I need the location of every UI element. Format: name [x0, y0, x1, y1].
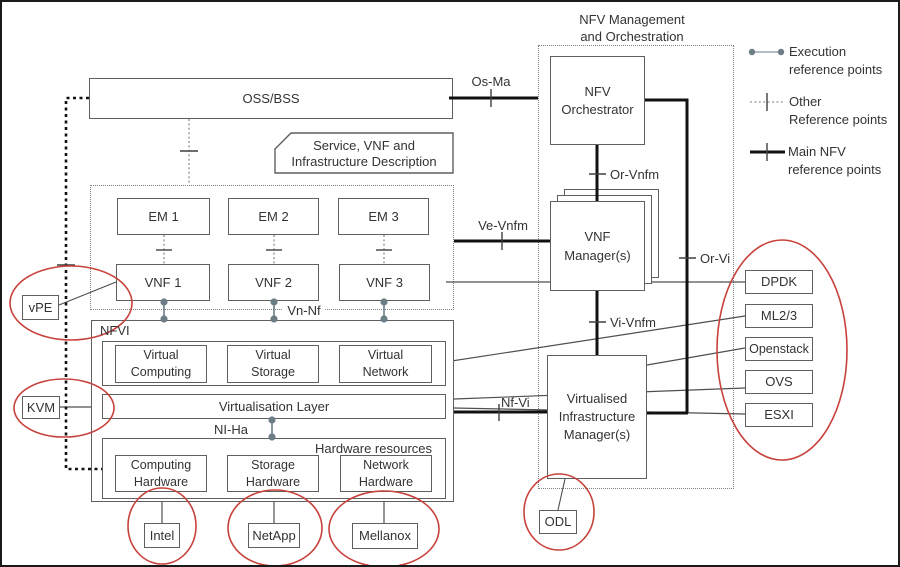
- mellanox-circle: [328, 490, 440, 565]
- odl-box: ODL: [539, 510, 577, 534]
- vpe-box: vPE: [22, 295, 59, 320]
- netapp-circle: [227, 489, 323, 565]
- ve-vnfm-label: Ve-Vnfm: [478, 218, 528, 233]
- vim-tech-circle: [716, 239, 848, 461]
- vi-vnfm-label: Vi-Vnfm: [610, 315, 656, 330]
- legend-symbols: [748, 48, 785, 161]
- legend-other: Other Reference points: [789, 94, 888, 127]
- or-vi-label: Or-Vi: [700, 251, 731, 266]
- oss-bss-box: OSS/BSS: [89, 78, 453, 119]
- or-vnfm-label: Or-Vnfm: [610, 167, 660, 182]
- red-annotation-circles: [9, 239, 848, 565]
- netapp-box: NetApp: [248, 523, 300, 548]
- execution-reference-points: [160, 298, 388, 441]
- nfvi-label: NFVI: [100, 323, 130, 338]
- cross-ticks: [156, 150, 392, 251]
- em3-box: EM 3: [338, 198, 429, 235]
- mano-dotted-container: [538, 45, 734, 489]
- main-reference-lines: [449, 96, 689, 415]
- em1-box: EM 1: [117, 198, 210, 235]
- em2-box: EM 2: [228, 198, 319, 235]
- kvm-circle: [13, 378, 115, 438]
- ml23-connector-line: [431, 315, 746, 365]
- vpe-connector-line: [58, 281, 117, 306]
- odl-connector-line: [557, 478, 566, 511]
- vn-nf-label: Vn-Nf: [283, 303, 325, 318]
- nf-vi-label: Nf-Vi: [501, 395, 530, 410]
- openstack-box: Openstack: [745, 337, 813, 361]
- oss-bss-label: OSS/BSS: [242, 90, 300, 106]
- hardware-resources-label: Hardware resources: [314, 441, 432, 456]
- ml23-box: ML2/3: [745, 304, 813, 328]
- or-vi-line: [645, 98, 689, 413]
- vnf3-box: VNF 3: [339, 264, 430, 301]
- mellanox-box: Mellanox: [352, 523, 418, 549]
- intel-box: Intel: [144, 523, 180, 548]
- dpdk-box: DPDK: [745, 270, 813, 294]
- ni-ha-label: NI-Ha: [214, 422, 248, 437]
- openstack-connector-line: [646, 347, 746, 366]
- vnf1-box: VNF 1: [116, 264, 210, 301]
- kvm-box: KVM: [22, 396, 60, 419]
- em-vnf-dotted-container: [90, 185, 454, 310]
- os-ma-label: Os-Ma: [471, 74, 511, 89]
- odl-circle: [523, 473, 595, 551]
- service-description-label: Service, VNF and Infrastructure Descript…: [291, 138, 437, 169]
- ovs-box: OVS: [745, 370, 813, 394]
- legend-execution: Execution reference points: [789, 44, 883, 77]
- main-cross-ticks: [490, 89, 696, 421]
- esxi-box: ESXI: [745, 403, 813, 427]
- service-description-box: [274, 132, 454, 174]
- mano-title: NFV Management and Orchestration: [579, 12, 685, 44]
- legend-main: Main NFV reference points: [788, 144, 882, 177]
- vnf2-box: VNF 2: [228, 264, 319, 301]
- virtualisation-layer-box: Virtualisation Layer: [102, 394, 446, 419]
- intel-circle: [127, 487, 197, 565]
- vpe-circle: [9, 265, 133, 341]
- oss-nfvi-dotted-line: [64, 96, 102, 471]
